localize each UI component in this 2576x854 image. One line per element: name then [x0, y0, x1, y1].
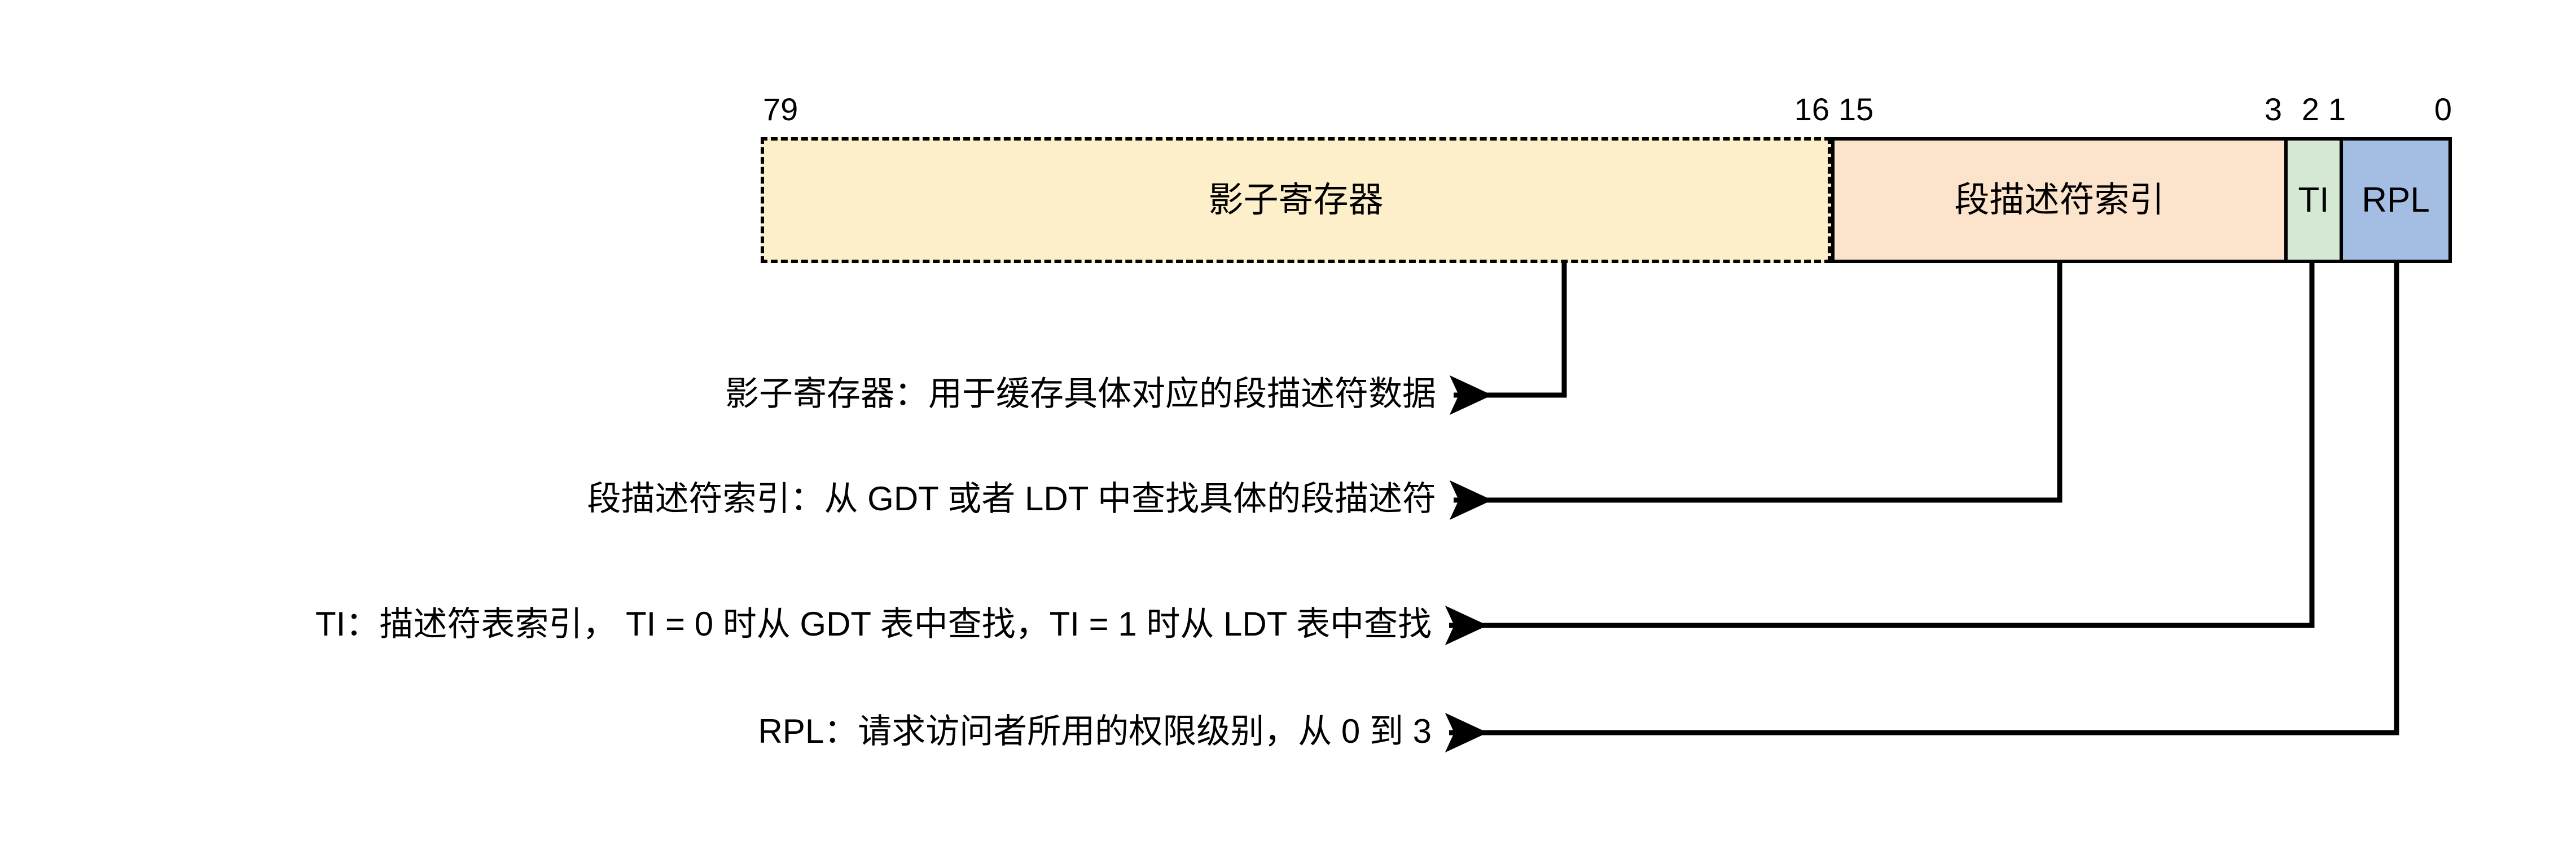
leader-line-shadow — [1449, 263, 1567, 415]
field-box-shadow-register: 影子寄存器 — [761, 137, 1831, 263]
bit-label-3: 3 — [2264, 91, 2282, 127]
field-box-segment-descriptor-index: 段描述符索引 — [1831, 137, 2284, 263]
legend-rpl: RPL：请求访问者所用的权限级别，从 0 到 3 — [758, 712, 1432, 750]
field-label-ti: TI — [2298, 180, 2329, 220]
legend-shadow-register: 影子寄存器：用于缓存具体对应的段描述符数据 — [725, 375, 1436, 413]
bit-label-0: 0 — [2434, 91, 2452, 127]
bit-label-15: 15 — [1838, 91, 1874, 127]
field-label-rpl: RPL — [2362, 180, 2430, 220]
field-label-shadow-register: 影子寄存器 — [1208, 180, 1384, 220]
field-box-rpl: RPL — [2340, 137, 2452, 263]
leader-line-rpl — [1445, 263, 2399, 753]
bit-label-1: 1 — [2328, 91, 2346, 127]
field-label-segment-descriptor-index: 段描述符索引 — [1954, 180, 2165, 220]
field-box-ti: TI — [2284, 137, 2340, 263]
legend-segment-descriptor-index: 段描述符索引：从 GDT 或者 LDT 中查找具体的段描述符 — [587, 480, 1436, 518]
legend-ti: TI：描述符表索引， TI = 0 时从 GDT 表中查找，TI = 1 时从 … — [315, 605, 1432, 643]
leader-line-ti — [1445, 263, 2315, 646]
bit-label-79: 79 — [763, 91, 798, 127]
bit-label-16: 16 — [1794, 91, 1829, 127]
bit-label-2: 2 — [2301, 91, 2319, 127]
leader-line-index — [1449, 263, 2062, 520]
